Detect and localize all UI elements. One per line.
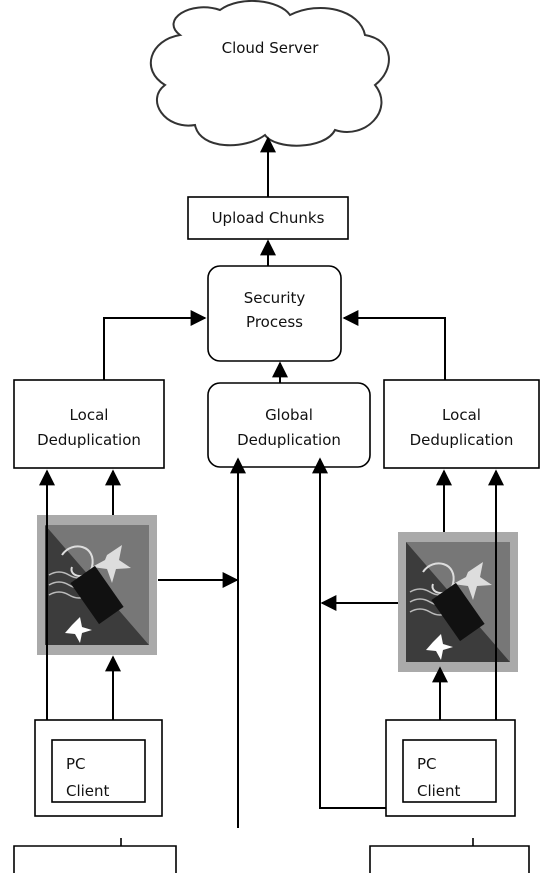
pc-client-left-line1: PC <box>66 755 86 773</box>
arrow-feed-right-to-global <box>312 457 386 809</box>
local-right-line1: Local <box>442 406 481 424</box>
global-line1: Global <box>265 406 313 424</box>
upload-chunks-label: Upload Chunks <box>211 209 325 227</box>
pc-client-right-line1: PC <box>417 755 437 773</box>
stamp-phone-icon <box>397 531 519 673</box>
local-left-line2: Deduplication <box>37 431 141 449</box>
arrow-local-right-to-security <box>342 310 446 380</box>
connectors <box>39 136 504 828</box>
pc-client-left-line2: Client <box>66 782 110 800</box>
pc-client-right-line2: Client <box>417 782 461 800</box>
cloud-server-label: Cloud Server <box>221 39 319 57</box>
local-right-line2: Deduplication <box>409 431 514 449</box>
security-line1: Security <box>243 289 306 307</box>
local-dedup-left-box <box>13 379 165 469</box>
local-dedup-right-box <box>383 379 540 469</box>
pc-client-right-housing <box>369 719 530 873</box>
security-line2: Process <box>246 313 303 331</box>
local-left-line1: Local <box>69 406 109 424</box>
global-dedup-box <box>207 382 371 468</box>
arrow-local-left-to-security <box>103 310 207 380</box>
pc-client-left-housing <box>13 719 177 873</box>
stamp-phone-icon <box>36 514 158 656</box>
security-process-box <box>207 265 342 362</box>
cloud-icon <box>149 0 390 147</box>
upload-chunks-box <box>187 196 349 240</box>
global-line2: Deduplication <box>237 431 341 449</box>
